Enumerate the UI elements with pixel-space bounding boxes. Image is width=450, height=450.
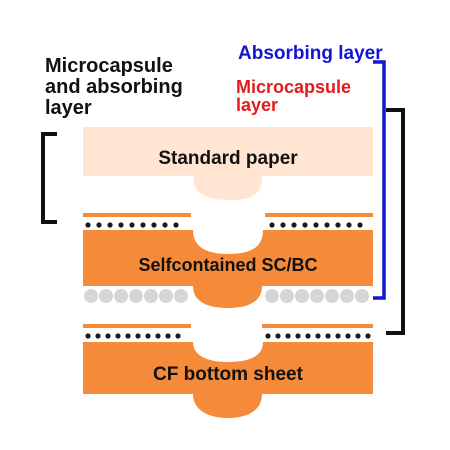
developer-dot (85, 333, 91, 339)
developer-dot (365, 333, 371, 339)
developer-dot (107, 222, 113, 228)
developer-dot (269, 222, 275, 228)
microcapsule (265, 289, 279, 303)
developer-dot (140, 222, 146, 228)
selfcontained-top-coating-left (83, 213, 191, 217)
developer-dots-row-bottom (85, 333, 371, 339)
developer-dot (335, 222, 341, 228)
developer-dot (151, 222, 157, 228)
developer-dot (305, 333, 311, 339)
developer-dot (285, 333, 291, 339)
developer-dot (355, 333, 361, 339)
developer-dot (85, 222, 91, 228)
developer-dot (155, 333, 161, 339)
developer-dot (302, 222, 308, 228)
left-label-line1: Microcapsule (45, 55, 173, 77)
developer-dot (95, 333, 101, 339)
selfcontained-sheet (83, 230, 373, 308)
selfcontained-title: Selfcontained SC/BC (138, 255, 318, 275)
absorbing-layer-bracket (373, 60, 386, 300)
developer-dot (265, 333, 271, 339)
microcapsule-row (84, 289, 369, 303)
microcapsule (174, 289, 188, 303)
developer-dot (315, 333, 321, 339)
microcapsule-label-line1: Microcapsule (236, 77, 352, 97)
developer-dot (96, 222, 102, 228)
standard-paper-title: Standard paper (158, 148, 298, 169)
developer-dot (118, 222, 124, 228)
microcapsule-absorbing-label: Microcapsule and absorbing layer (45, 56, 183, 119)
microcapsule-layer-bracket (386, 108, 405, 335)
microcapsule (144, 289, 158, 303)
developer-dot (135, 333, 141, 339)
cf-top-coating-right (262, 324, 373, 328)
developer-dot (175, 333, 181, 339)
microcapsule (280, 289, 294, 303)
developer-dot (165, 333, 171, 339)
left-label-line3: layer (45, 97, 92, 119)
developer-dot (291, 222, 297, 228)
microcapsule (325, 289, 339, 303)
developer-dot (346, 222, 352, 228)
developer-dot (335, 333, 341, 339)
microcapsule (295, 289, 309, 303)
microcapsule-label-line2: layer (236, 95, 279, 115)
developer-dot (129, 222, 135, 228)
microcapsule (355, 289, 369, 303)
developer-dot (345, 333, 351, 339)
microcapsule-layer-label: Microcapsule layer (236, 78, 351, 114)
microcapsule (99, 289, 113, 303)
developer-dot (280, 222, 286, 228)
developer-dots-row-top (85, 222, 363, 228)
cf-bottom-sheet (83, 342, 373, 418)
left-label-line2: and absorbing (45, 76, 183, 98)
selfcontained-top-coating-right (265, 213, 373, 217)
microcapsule (340, 289, 354, 303)
developer-dot (105, 333, 111, 339)
developer-dot (173, 222, 179, 228)
developer-dot (295, 333, 301, 339)
microcapsule (159, 289, 173, 303)
cf-top-coating-left (83, 324, 191, 328)
developer-dot (115, 333, 121, 339)
absorbing-layer-label: Absorbing layer (238, 43, 383, 64)
cf-bottom-sheet-title: CF bottom sheet (153, 364, 303, 385)
developer-dot (162, 222, 168, 228)
developer-dot (275, 333, 281, 339)
developer-dot (357, 222, 363, 228)
developer-dot (325, 333, 331, 339)
left-bracket (41, 132, 57, 224)
developer-dot (324, 222, 330, 228)
microcapsule (310, 289, 324, 303)
developer-dot (313, 222, 319, 228)
developer-dot (145, 333, 151, 339)
standard-paper-sheet (83, 127, 373, 200)
microcapsule (129, 289, 143, 303)
microcapsule (114, 289, 128, 303)
microcapsule (84, 289, 98, 303)
developer-dot (125, 333, 131, 339)
